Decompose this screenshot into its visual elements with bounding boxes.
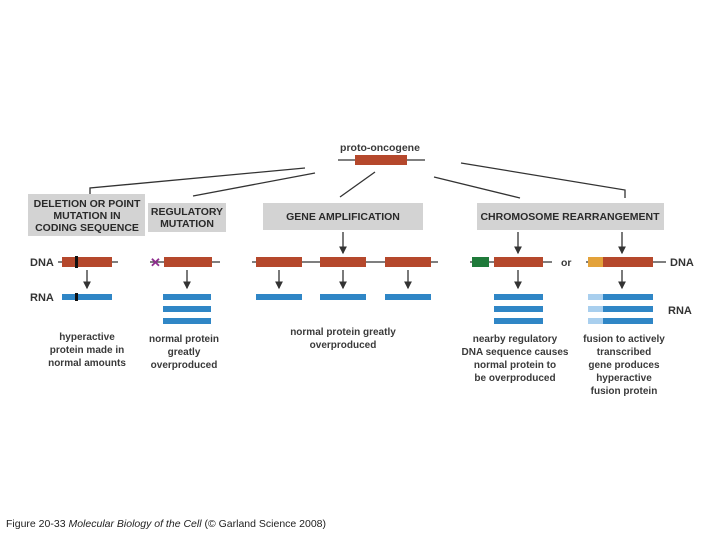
outcome-rearr-right-line-4: hyperactive (596, 373, 652, 384)
outcome-rearr-left-line-3: normal protein to (474, 360, 556, 371)
rna-amp-3 (385, 294, 431, 300)
header-deletion-line-3: CODING SEQUENCE (35, 222, 139, 234)
outcome-rearr-right-line-5: fusion protein (591, 386, 658, 397)
outcome-deletion-line-3: normal amounts (48, 358, 126, 369)
outcome-rearr-left-line-4: be overproduced (474, 373, 555, 384)
outcome-rearr-right-line-2: transcribed (597, 347, 651, 358)
rna-rearr-right-3 (603, 318, 653, 324)
caption-book-title: Molecular Biology of the Cell (68, 518, 202, 530)
header-rearrangement: CHROMOSOME REARRANGEMENT (480, 211, 660, 223)
caption-prefix: Figure 20-33 (6, 518, 66, 530)
dna-label: DNA (30, 257, 54, 269)
outcome-deletion-line-2: protein made in (50, 345, 124, 356)
outcome-rearr-left-line-2: DNA sequence causes (462, 347, 569, 358)
dna-gene-regulatory (164, 257, 212, 267)
branch-line-regulatory (192, 172, 316, 197)
branch-line-rearrangement-right (460, 162, 626, 198)
rna-label-right: RNA (668, 305, 692, 317)
rna-rearr-right-2 (603, 306, 653, 312)
rna-rearr-left-3 (494, 318, 543, 324)
branch-line-amplification (339, 171, 376, 198)
header-deletion-line-1: DELETION OR POINT (34, 198, 141, 210)
dna-label-right: DNA (670, 257, 694, 269)
dna-gene-rearr-left (494, 257, 543, 267)
figure-caption: Figure 20-33 Molecular Biology of the Ce… (6, 518, 326, 530)
header-box-deletion (28, 194, 145, 236)
header-box-amplification (263, 203, 423, 230)
rna-rearr-right-3-fusion (588, 318, 603, 324)
rna-regulatory-3 (163, 318, 211, 324)
rna-deletion (62, 294, 112, 300)
header-amplification: GENE AMPLIFICATION (286, 211, 400, 223)
rna-regulatory-2 (163, 306, 211, 312)
rna-amp-1 (256, 294, 302, 300)
rna-rearr-left-1 (494, 294, 543, 300)
title-proto-oncogene: proto-oncogene (340, 142, 420, 154)
outcome-rearr-right-line-1: fusion to actively (583, 334, 665, 345)
rna-regulatory-1 (163, 294, 211, 300)
regulatory-sequence-green (472, 257, 489, 267)
dna-gene-deletion (62, 257, 112, 267)
or-label: or (561, 257, 572, 269)
dna-gene-rearr-right (603, 257, 653, 267)
outcome-deletion-line-1: hyperactive (59, 332, 115, 343)
rna-rearr-right-1 (603, 294, 653, 300)
dna-gene-amp-1 (256, 257, 302, 267)
header-regulatory-line-2: MUTATION (160, 218, 214, 230)
branch-line-deletion (89, 167, 306, 194)
outcome-regulatory-line-3: overproduced (151, 360, 218, 371)
header-deletion-line-2: MUTATION IN (53, 210, 120, 222)
outcome-rearr-left-line-1: nearby regulatory (473, 334, 558, 345)
fusion-segment-orange (588, 257, 603, 267)
header-box-regulatory (148, 203, 226, 232)
caption-suffix: (© Garland Science 2008) (204, 518, 327, 530)
outcome-rearr-right-line-3: gene produces (588, 360, 660, 371)
proto-oncogene-gene (355, 155, 407, 165)
header-regulatory-line-1: REGULATORY (151, 206, 223, 218)
rna-rearr-right-2-fusion (588, 306, 603, 312)
rna-amp-2 (320, 294, 366, 300)
point-mutation-mark-dna (75, 256, 78, 268)
dna-gene-amp-3 (385, 257, 431, 267)
branch-line-rearrangement-left (433, 176, 521, 199)
rna-rearr-right-1-fusion (588, 294, 603, 300)
regulatory-mutation-mark: ✕ (150, 255, 161, 270)
outcome-regulatory-line-1: normal protein (149, 334, 219, 345)
outcome-amplification-line-1: normal protein greatly (290, 327, 396, 338)
outcome-regulatory-line-2: greatly (168, 347, 201, 358)
rna-label: RNA (30, 292, 54, 304)
header-box-rearrangement (477, 203, 664, 230)
outcome-amplification-line-2: overproduced (310, 340, 377, 351)
dna-gene-amp-2 (320, 257, 366, 267)
rna-rearr-left-2 (494, 306, 543, 312)
point-mutation-mark-rna (75, 293, 78, 301)
